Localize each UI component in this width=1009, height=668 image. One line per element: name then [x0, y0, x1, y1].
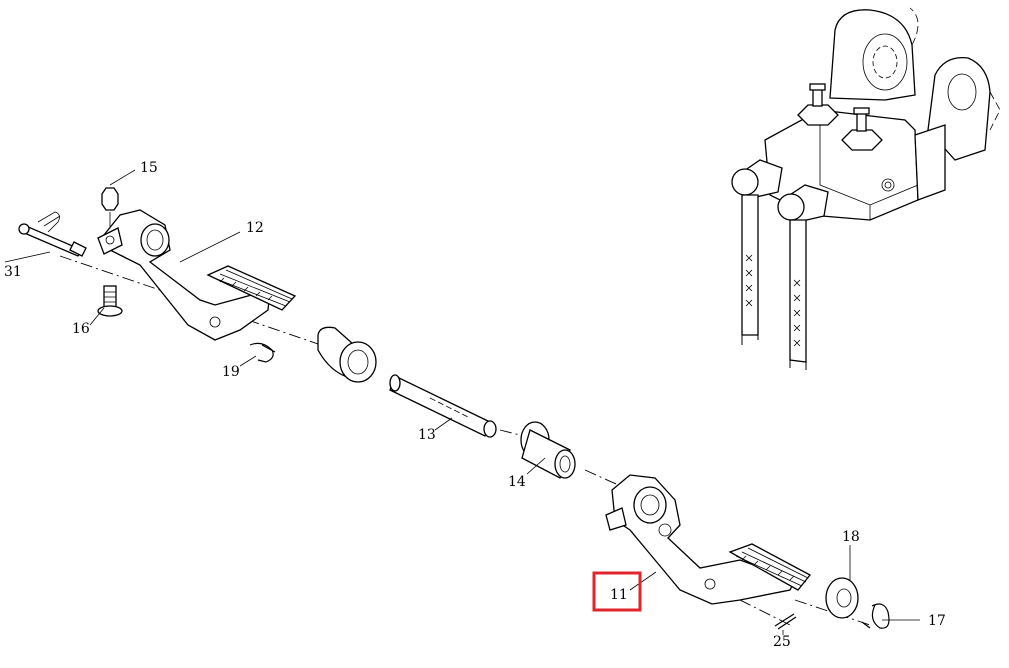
part-25-split-pin	[774, 613, 797, 630]
bushing-left	[317, 326, 377, 383]
part-13-shaft	[389, 374, 497, 438]
callout-12: 12	[246, 220, 264, 236]
callout-25: 25	[773, 634, 791, 650]
part-14-flanged-bushing	[520, 421, 576, 479]
callout-11: 11	[610, 587, 628, 603]
part-19-clip	[249, 342, 276, 363]
callout-31: 31	[4, 264, 22, 280]
callout-16: 16	[72, 321, 90, 337]
callout-18: 18	[842, 529, 860, 545]
callout-labels: 31 15 12 16 19 13 14 11 18 25 17	[4, 160, 946, 650]
part-18-washer	[825, 577, 859, 619]
part-11-right-pedal	[605, 474, 811, 605]
valve-block	[731, 7, 1001, 370]
leader-lines	[4, 169, 920, 635]
callout-13: 13	[418, 427, 436, 443]
callout-17: 17	[928, 613, 946, 629]
part-17-circlip	[861, 603, 890, 629]
highlight-box	[592, 571, 642, 612]
callout-19: 19	[222, 364, 240, 380]
callout-14: 14	[508, 474, 526, 490]
part-12-left-pedal	[97, 209, 297, 341]
part-31-clevis-pin	[18, 211, 87, 257]
part-15-nut	[101, 187, 119, 235]
callout-15: 15	[140, 160, 158, 176]
